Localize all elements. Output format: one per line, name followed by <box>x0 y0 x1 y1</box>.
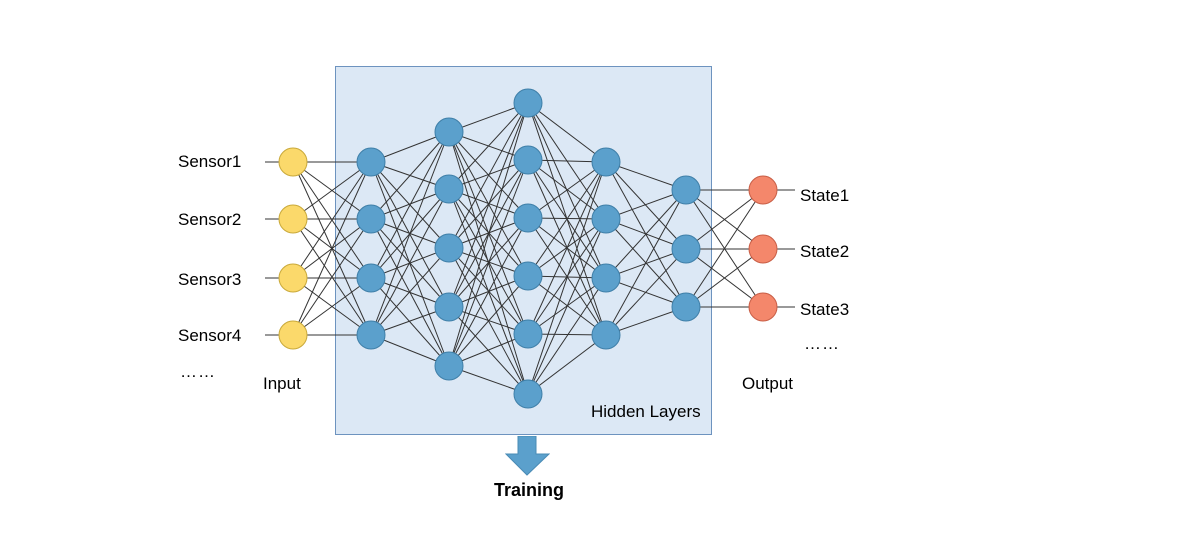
hidden-node <box>671 175 701 205</box>
edge <box>527 161 607 335</box>
edge <box>292 161 372 279</box>
hidden-node <box>591 263 621 293</box>
input-node <box>278 263 308 293</box>
output-caption: Output <box>742 374 794 393</box>
edge <box>685 189 764 250</box>
edge <box>370 277 450 367</box>
hidden-node <box>513 379 543 409</box>
edge <box>370 131 450 279</box>
edge <box>448 159 529 367</box>
input-label-sensor2: Sensor2 <box>178 210 242 229</box>
edge <box>448 275 529 367</box>
edge <box>370 131 450 220</box>
input-node <box>278 147 308 177</box>
edge <box>685 189 764 308</box>
hidden-node <box>513 319 543 349</box>
edge <box>292 161 372 336</box>
hidden-node <box>434 174 464 204</box>
edge <box>605 248 687 336</box>
edge <box>527 218 607 395</box>
edge <box>370 161 450 367</box>
edge <box>292 161 372 220</box>
output-node <box>748 175 778 205</box>
hidden-node <box>434 117 464 147</box>
edge <box>527 334 607 395</box>
hidden-node <box>513 261 543 291</box>
edge <box>292 277 372 336</box>
input-label-sensor1: Sensor1 <box>178 152 242 171</box>
hidden-node <box>356 263 386 293</box>
output-node <box>748 292 778 322</box>
edge <box>448 217 529 367</box>
edge <box>370 131 450 336</box>
hidden-node <box>434 292 464 322</box>
input-node <box>278 204 308 234</box>
hidden-node <box>356 204 386 234</box>
edge <box>370 188 450 336</box>
edge <box>605 161 687 250</box>
edge <box>605 189 687 336</box>
edge <box>448 102 529 308</box>
input-node <box>278 320 308 350</box>
edge <box>448 102 529 367</box>
hidden-node <box>356 147 386 177</box>
edge <box>685 248 764 308</box>
output-label-state1: State1 <box>800 186 850 205</box>
hidden-node <box>671 234 701 264</box>
input-caption: Input <box>263 374 301 393</box>
hidden-node <box>591 204 621 234</box>
output-label-state2: State2 <box>800 242 850 261</box>
hidden-node <box>513 203 543 233</box>
hidden-layers-caption: Hidden Layers <box>591 402 701 421</box>
input-ellipsis: …… <box>180 362 216 381</box>
edge <box>292 218 372 336</box>
edge <box>605 189 687 279</box>
edge <box>527 277 607 395</box>
output-ellipsis: …… <box>804 334 840 353</box>
hidden-node <box>434 351 464 381</box>
hidden-layers-box <box>335 66 712 435</box>
edge <box>370 247 450 336</box>
edge <box>527 102 607 163</box>
training-label: Training <box>494 480 565 500</box>
edge <box>448 102 529 249</box>
hidden-node <box>356 320 386 350</box>
hidden-node <box>513 145 543 175</box>
hidden-node <box>671 292 701 322</box>
hidden-node <box>513 88 543 118</box>
edge <box>448 102 529 190</box>
input-label-sensor4: Sensor4 <box>178 326 242 345</box>
down-arrow-icon <box>505 436 550 476</box>
edge <box>527 161 607 277</box>
edge <box>527 161 607 395</box>
output-node <box>748 234 778 264</box>
output-label-state3: State3 <box>800 300 850 319</box>
input-label-sensor3: Sensor3 <box>178 270 242 289</box>
hidden-node <box>591 320 621 350</box>
hidden-node <box>434 233 464 263</box>
edge <box>527 161 607 219</box>
hidden-node <box>591 147 621 177</box>
